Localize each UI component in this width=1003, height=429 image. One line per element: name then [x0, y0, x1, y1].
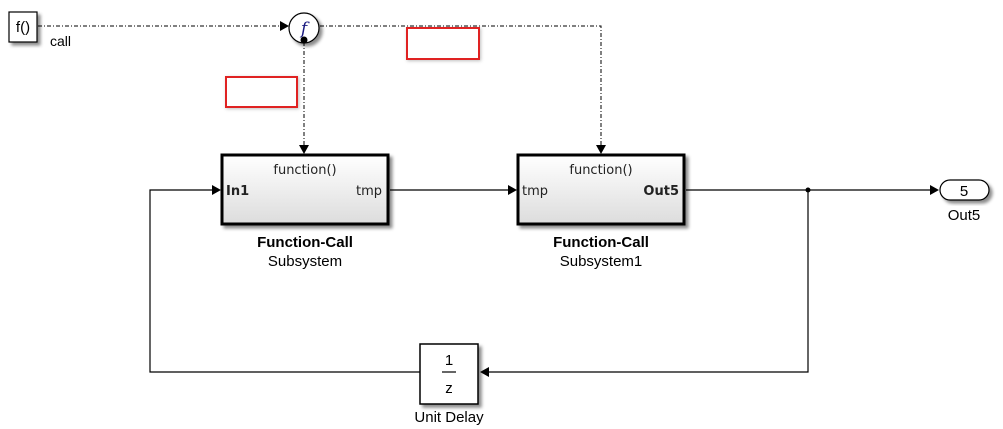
in-port-label: In1	[226, 184, 249, 199]
out-port-label: tmp	[356, 184, 382, 199]
outport-block[interactable]: 5	[939, 179, 990, 201]
subsystem1-name-line2: Subsystem1	[560, 253, 643, 270]
highlight-box	[406, 27, 480, 60]
fcn-to-subsystem1-line[interactable]	[320, 25, 602, 146]
function-element-block[interactable]: f	[288, 12, 320, 44]
arrowhead	[508, 185, 517, 195]
delay-numerator: 1	[445, 352, 453, 369]
unit-delay-name: Unit Delay	[414, 409, 484, 426]
function-call-generator-block[interactable]: f()	[8, 11, 38, 43]
function-call-subsystem-block[interactable]: function() In1 tmp	[220, 153, 390, 226]
outport-name: Out5	[948, 207, 981, 224]
function-symbol: f	[299, 19, 310, 39]
arrowhead	[280, 21, 289, 31]
arrowhead	[596, 145, 606, 154]
highlight-box	[225, 76, 298, 108]
out-port-label: Out5	[643, 184, 679, 199]
subsystem-title: function()	[569, 163, 632, 178]
delay-denominator: z	[445, 380, 453, 397]
arrowhead	[212, 185, 221, 195]
fcn-generator-label: f()	[16, 19, 30, 36]
subsystem-name: Function-Call	[257, 234, 353, 251]
outport-number: 5	[960, 183, 968, 200]
delay-output-line[interactable]	[149, 189, 420, 373]
feedback-line[interactable]	[488, 190, 809, 373]
function-call-subsystem1-block[interactable]: function() tmp Out5	[516, 153, 686, 226]
arrowhead	[299, 145, 309, 154]
arrowhead	[930, 185, 939, 195]
subsystem-title: function()	[273, 163, 336, 178]
call-signal-label: call	[50, 33, 71, 49]
unit-delay-block[interactable]: 1 z	[419, 343, 479, 405]
arrowhead	[480, 367, 489, 377]
branch-point	[805, 187, 811, 193]
subsystem-name-line2: Subsystem	[268, 253, 342, 270]
subsystem1-name: Function-Call	[553, 234, 649, 251]
function-output-port	[300, 36, 308, 44]
in-port-label: tmp	[522, 184, 548, 199]
